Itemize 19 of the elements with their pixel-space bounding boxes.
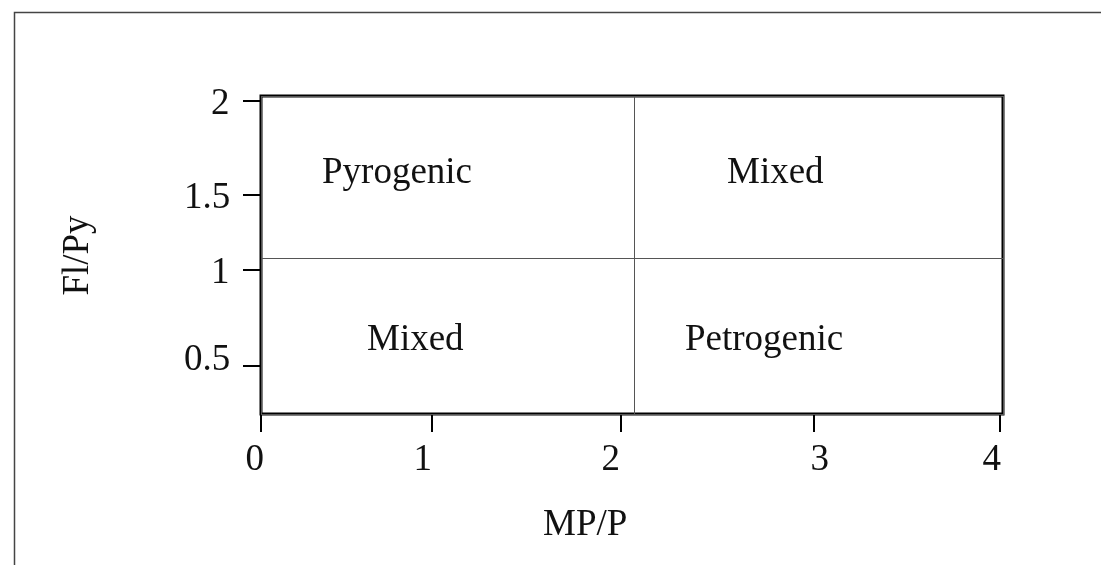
quadrant-region: [634, 96, 1004, 259]
tick-label: 1: [413, 438, 432, 476]
tick-label: 2: [601, 438, 620, 476]
region-label: Mixed: [367, 319, 464, 356]
quadrant-region: [261, 96, 635, 259]
quadrant-region: [261, 258, 635, 415]
region-label: Petrogenic: [685, 319, 844, 356]
tick-label: 0: [245, 438, 264, 476]
tick-label: 3: [810, 438, 829, 476]
region-label: Mixed: [727, 152, 824, 189]
axis-title: Fl/Py: [56, 214, 94, 296]
tick-label: 0.5: [184, 338, 231, 376]
quadrant-region: [634, 258, 1004, 415]
region-label: Pyrogenic: [322, 152, 473, 189]
tick-label: 4: [982, 438, 1001, 476]
tick-label: 1: [211, 251, 230, 289]
tick-label: 1.5: [184, 176, 231, 214]
axis-title: MP/P: [543, 503, 628, 541]
tick-label: 2: [211, 82, 230, 120]
